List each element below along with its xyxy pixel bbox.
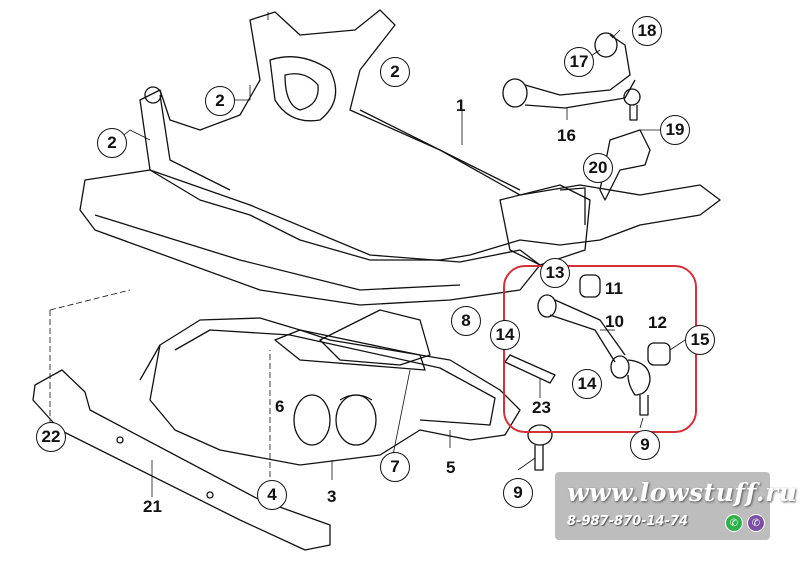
callout-9[interactable]: 9: [630, 430, 660, 460]
subframe-1: [139, 9, 721, 261]
callout-9[interactable]: 9: [503, 478, 533, 508]
callout-8[interactable]: 8: [451, 306, 481, 336]
watermark-phone[interactable]: 8-987-870-14-74: [567, 514, 689, 529]
callout-19[interactable]: 19: [660, 115, 690, 145]
watermark-banner: www.lowstuff.ru 8-987-870-14-74 ✆ ✆: [555, 472, 797, 540]
callout-22[interactable]: 22: [36, 422, 66, 452]
callout-6[interactable]: 6: [275, 397, 285, 416]
bushings: [293, 394, 377, 446]
ball-joint-9: [527, 424, 553, 471]
callout-4[interactable]: 4: [257, 480, 287, 510]
callout-3[interactable]: 3: [327, 487, 337, 506]
callout-13[interactable]: 13: [540, 258, 570, 288]
callout-2[interactable]: 2: [380, 57, 410, 87]
callout-23[interactable]: 23: [532, 398, 551, 417]
callout-14[interactable]: 14: [490, 320, 520, 350]
callout-10[interactable]: 10: [605, 312, 624, 331]
callout-16[interactable]: 16: [557, 126, 576, 145]
viber-icon[interactable]: ✆: [747, 514, 765, 532]
callout-11[interactable]: 11: [605, 279, 623, 298]
callout-14[interactable]: 14: [572, 369, 602, 399]
upper-control-arm-16: [502, 32, 641, 121]
bracket-8: [274, 309, 431, 371]
callout-7[interactable]: 7: [380, 452, 410, 482]
callout-21[interactable]: 21: [143, 497, 162, 516]
callout-15[interactable]: 15: [685, 325, 715, 355]
callout-18[interactable]: 18: [632, 16, 662, 46]
watermark-url[interactable]: www.lowstuff.ru: [567, 478, 798, 507]
bracket-19-20: [599, 129, 651, 201]
callout-2[interactable]: 2: [97, 128, 127, 158]
whatsapp-icon[interactable]: ✆: [725, 514, 743, 532]
callout-2[interactable]: 2: [205, 86, 235, 116]
lower-control-arm-10: [504, 274, 671, 416]
underbody-plate-3: [139, 317, 521, 466]
callout-17[interactable]: 17: [564, 47, 594, 77]
callout-5[interactable]: 5: [446, 458, 456, 477]
reinforcement-plate-21: [32, 369, 331, 551]
callout-12[interactable]: 12: [648, 313, 667, 332]
callout-1[interactable]: 1: [456, 96, 466, 115]
callout-20[interactable]: 20: [583, 153, 613, 183]
crossmember: [79, 169, 591, 306]
